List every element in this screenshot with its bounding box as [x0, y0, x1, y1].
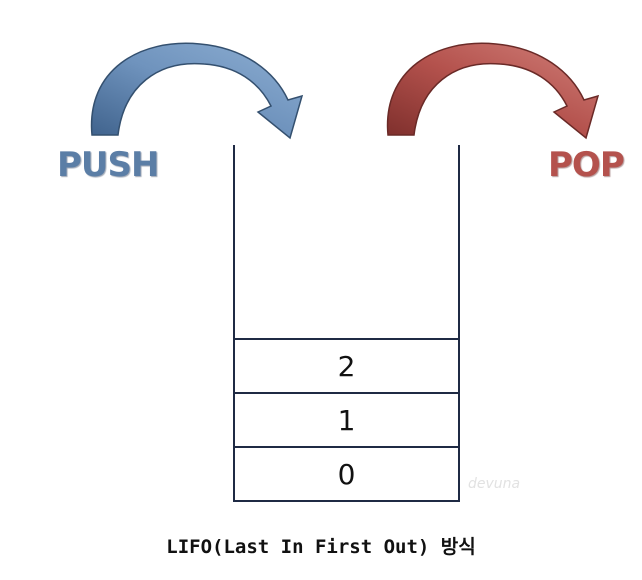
- pop-label: POP: [548, 145, 625, 185]
- push-arrow-icon: [90, 42, 304, 140]
- stack-item-middle: 1: [233, 392, 460, 446]
- watermark: devuna: [468, 476, 521, 492]
- stack-item-top: 2: [233, 338, 460, 392]
- push-label: PUSH: [57, 145, 159, 185]
- stack-right-wall: [458, 145, 460, 502]
- diagram-caption: LIFO(Last In First Out) 방식: [166, 536, 476, 558]
- pop-arrow-icon: [386, 42, 600, 140]
- stack-left-wall: [233, 145, 235, 502]
- stack-bottom: [233, 500, 460, 502]
- stack-item-bottom: 0: [233, 446, 460, 500]
